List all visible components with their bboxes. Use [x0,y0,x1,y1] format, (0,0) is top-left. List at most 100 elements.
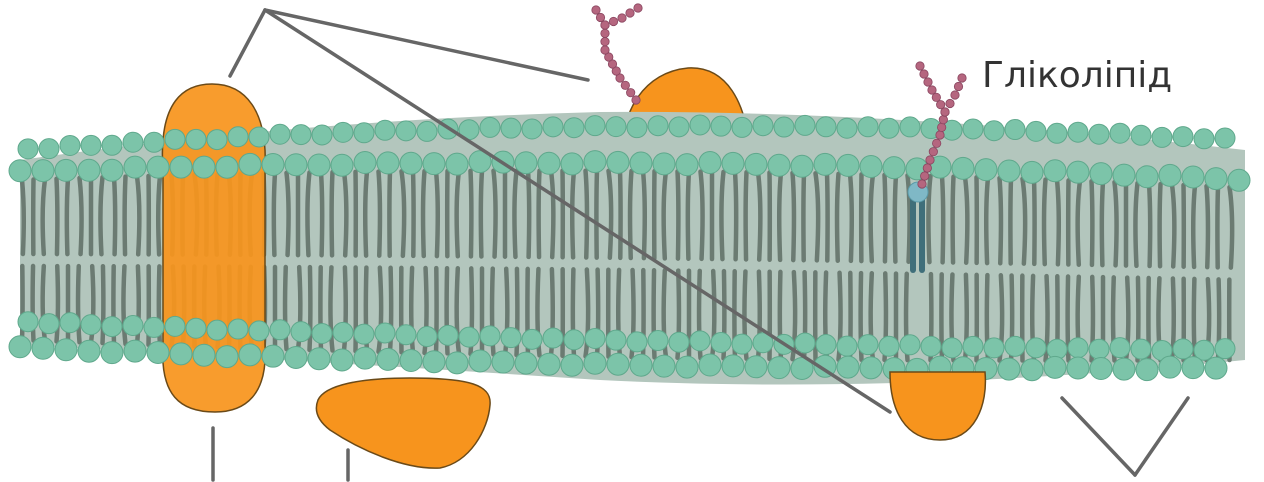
lipid-head [963,119,983,139]
lipid-head [285,346,307,368]
lipid-head [102,135,122,155]
lipid-head [1113,358,1135,380]
lipid-tail [43,179,45,254]
lipid-head [312,125,332,145]
lipid-head [123,132,143,152]
lipid-head [333,122,353,142]
lipid-tail [389,171,390,255]
lipid-tail [1230,187,1233,267]
lipid-head [291,322,311,342]
lipid-head [32,160,54,182]
lipid-head [123,316,143,336]
lipid-head [1173,339,1193,359]
lipid-tail [885,175,886,262]
sugar-bead [626,9,634,17]
lipid-head [879,336,899,356]
sugar-bead [634,4,642,12]
lipid-head [32,337,54,359]
lipid-tail [837,174,838,261]
lipid-head [984,338,1004,358]
lipid-head [186,318,206,338]
lipid-head [606,330,626,350]
lipid-head [354,347,376,369]
lipid-tail [57,179,58,254]
lipid-tail [80,178,82,254]
lipid-tail [746,172,747,259]
lipid-tail [457,171,459,256]
sugar-bead [601,21,609,29]
lipid-tail [551,171,553,257]
lipid-head [522,119,542,139]
lipid-head [78,159,100,181]
lipid-head [984,121,1004,141]
lipid-head [9,160,31,182]
lipid-head [1090,358,1112,380]
lipid-tail [539,171,540,257]
lipid-tail [572,171,574,258]
lipid-head [291,125,311,145]
lipid-head [998,160,1020,182]
lipid-head [1159,356,1181,378]
lipid-tail [321,172,322,255]
lipid-head [1067,161,1089,183]
lipid-tail [1193,186,1195,267]
lipid-head [1110,338,1130,358]
lipid-head [459,327,479,347]
lipid-tail [137,176,139,254]
lipid-head [676,154,698,176]
sugar-bead [951,91,959,99]
lipid-head [627,118,647,138]
lipid-head [900,117,920,137]
lipid-tail [928,176,930,262]
lipid-head [396,325,416,345]
sugar-bead [920,70,928,78]
lipid-head [1131,125,1151,145]
lipid-head [561,153,583,175]
lipid-head [1215,339,1235,359]
lipid-head [193,156,215,178]
lipid-head [564,118,584,138]
lipid-tail [1057,180,1059,264]
lipid-tail [1207,186,1208,267]
lipid-head [480,326,500,346]
lipid-head [147,156,169,178]
lipid-head [81,315,101,335]
lipid-tail [1034,179,1035,264]
lipid-head [1131,339,1151,359]
lipid-tail [1044,180,1045,264]
lipid-head [400,152,422,174]
sugar-bead [932,93,940,101]
lipid-head [400,350,422,372]
lipid-tail [643,171,645,258]
lipid-head [308,348,330,370]
lipid-head [860,156,882,178]
lipid-head [1089,124,1109,144]
lipid-head [262,345,284,367]
lipid-tail [1172,185,1174,267]
lipid-head [1136,166,1158,188]
lipid-head [543,117,563,137]
lipid-tail [1078,181,1080,265]
lipid-tail [100,177,102,254]
lipid-head [285,154,307,176]
lipid-tail [1217,187,1218,268]
lipid-tail [114,177,115,254]
lipid-head [1182,166,1204,188]
lipid-head [423,153,445,175]
lipid-head [170,156,192,178]
lipid-tail [735,172,736,259]
lipid-tail [471,171,472,257]
lipid-head [396,121,416,141]
lipid-head [55,159,77,181]
lipid-head [768,154,790,176]
lipid-tail [895,175,896,261]
lipid-tail [596,171,597,258]
sugar-bead [928,86,936,94]
lipid-head [239,153,261,175]
lipid-head [101,159,123,181]
lipid-head [1205,357,1227,379]
lipid-tail [1000,178,1001,263]
lipid-head [1068,338,1088,358]
lipid-head [144,132,164,152]
lipid-head [501,118,521,138]
